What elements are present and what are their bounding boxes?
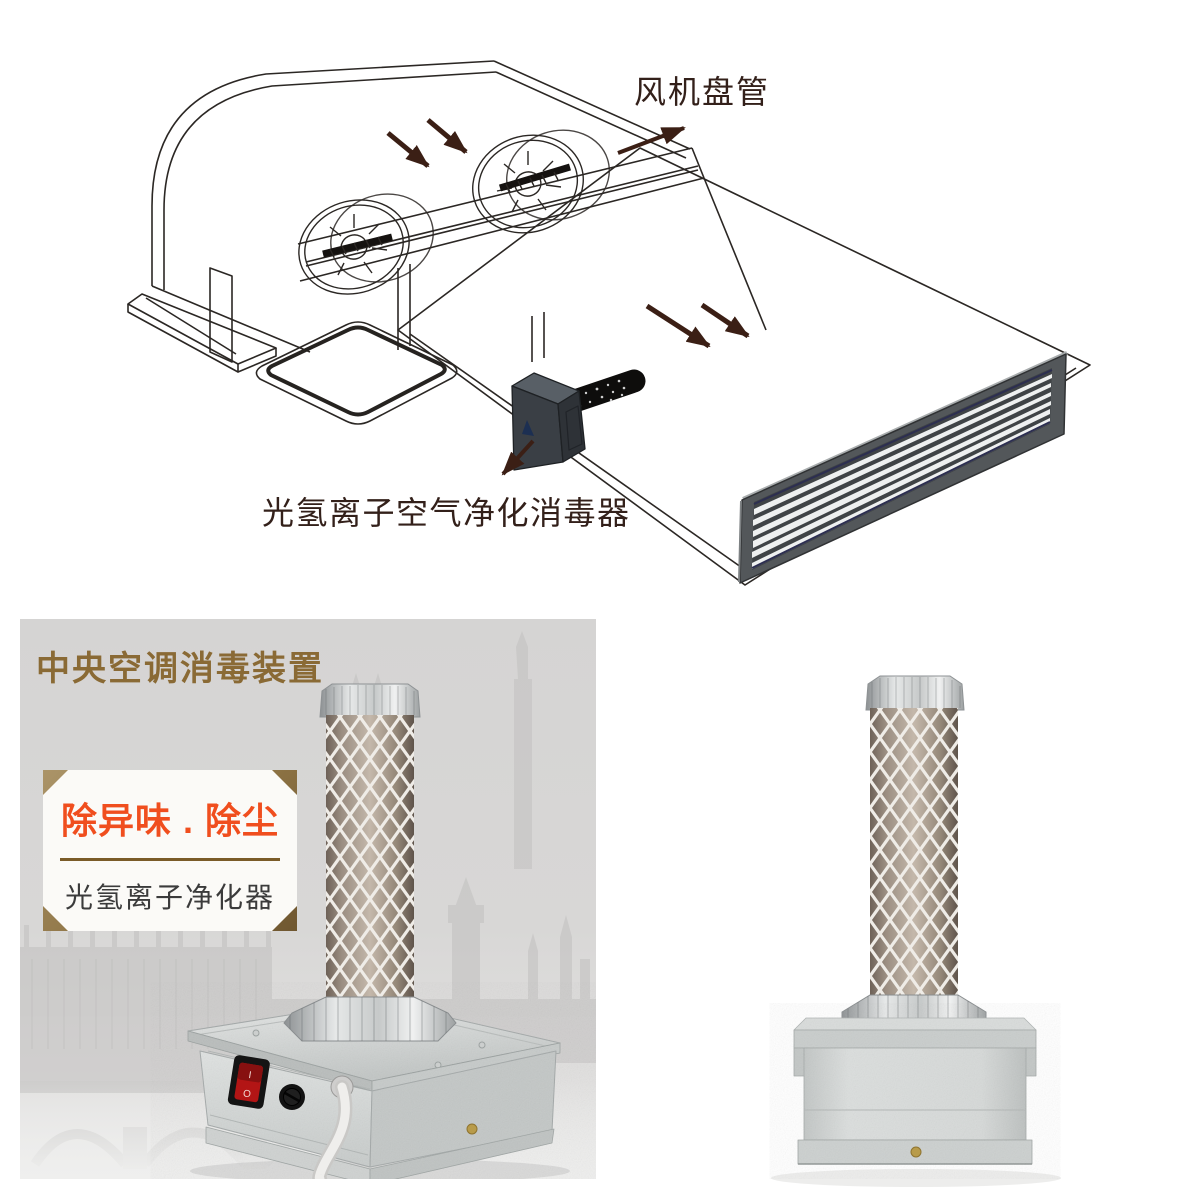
fan-coil-housing — [127, 60, 767, 373]
airflow-arrow — [386, 131, 430, 168]
left-product-panel: I O — [20, 619, 596, 1179]
leader-arrow-fan-coil — [617, 126, 686, 155]
leader-arrow-purifier — [501, 439, 535, 476]
tube-top-cap — [319, 683, 421, 718]
tube-top-cap — [865, 675, 965, 711]
tube-base-collar — [283, 996, 457, 1042]
panel-artwork: I O — [20, 631, 596, 1179]
blower-fan-left — [298, 193, 434, 295]
brass-screw — [910, 1146, 922, 1158]
metal-box — [793, 1017, 1037, 1165]
airflow-arrow — [700, 302, 750, 339]
purifier-label: 光氢离子空气净化消毒器 — [262, 495, 631, 531]
product-photo-left: I O — [187, 683, 570, 1179]
airflow-arrow — [645, 303, 711, 349]
purifier-logo-mark — [522, 420, 534, 436]
round-port — [279, 1084, 305, 1110]
installation-diagram: 风机盘管 光氢离子空气净化消毒器 — [127, 60, 1091, 586]
feature-badge: 除异味 . 除尘 光氢离子净化器 — [43, 770, 297, 931]
switch-off-mark: O — [242, 1088, 252, 1100]
badge-subline: 光氢离子净化器 — [64, 882, 275, 913]
power-switch: I O — [227, 1055, 270, 1109]
drain-pan — [255, 321, 458, 425]
badge-headline: 除异味 . 除尘 — [60, 800, 279, 841]
brass-screw — [466, 1123, 478, 1135]
tube-mesh-surface — [870, 708, 958, 998]
power-cable — [312, 1075, 354, 1179]
airflow-arrows — [386, 118, 750, 349]
purifier-module — [511, 369, 646, 471]
feature-badge-card: 除异味 . 除尘 光氢离子净化器 — [43, 770, 297, 931]
blower-fan-right — [472, 129, 610, 234]
outlet-grille — [738, 351, 1068, 584]
tube-mesh-surface — [326, 715, 414, 997]
switch-on-mark: I — [248, 1070, 252, 1081]
airflow-arrow — [426, 118, 468, 154]
mesh-tube — [841, 675, 987, 1053]
product-photo-right — [771, 675, 1061, 1187]
mesh-tube — [283, 683, 457, 1042]
panel-title: 中央空调消毒装置 — [36, 650, 324, 688]
badge-divider — [60, 858, 280, 861]
fan-coil-label: 风机盘管 — [634, 74, 770, 110]
